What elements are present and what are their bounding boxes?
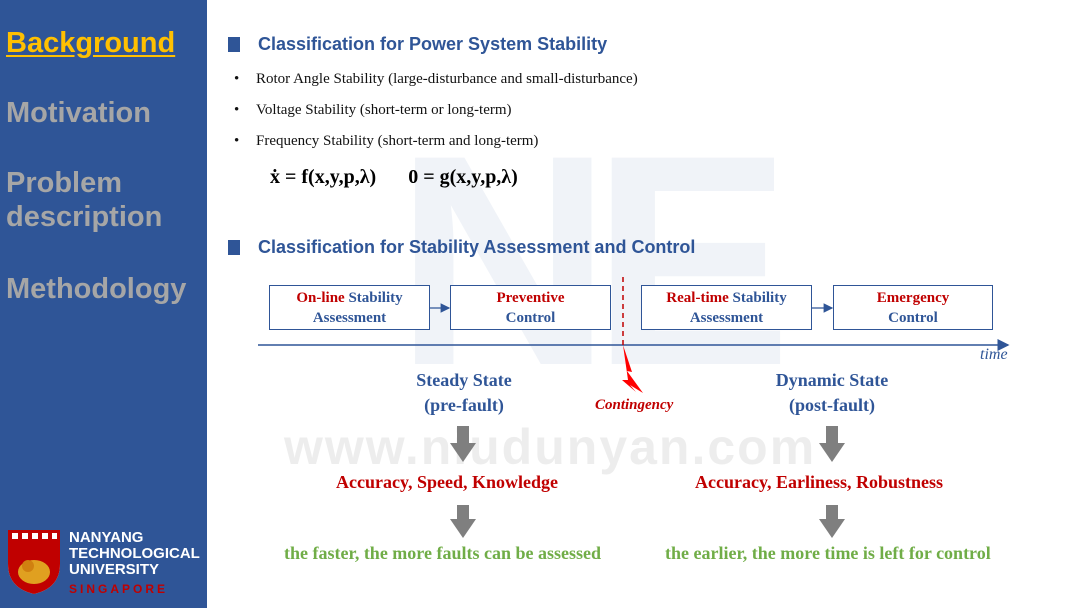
- box-emphasis: Emergency: [876, 290, 950, 306]
- box-text: Stability: [732, 290, 787, 306]
- steady-state-label: Steady State (pre-fault): [384, 368, 544, 418]
- lightning-icon: [622, 345, 643, 393]
- stability-bullet-list: • Rotor Angle Stability (large-disturbanc…: [234, 68, 638, 161]
- logo-wordmark: NANYANG TECHNOLOGICAL UNIVERSITY: [69, 530, 200, 578]
- equation-algebraic: 0 = g(x,y,p,λ): [408, 166, 518, 188]
- box-preventive-control: Preventive Control: [450, 285, 611, 330]
- state-subtitle: (post-fault): [789, 395, 875, 415]
- nav-item-description[interactable]: description: [6, 201, 163, 233]
- section-heading-power-stability: Classification for Power System Stabilit…: [228, 34, 607, 55]
- box-line-2: Control: [505, 310, 556, 326]
- equation-differential: ẋ = f(x,y,p,λ): [270, 166, 377, 188]
- list-item: • Frequency Stability (short-term and lon…: [234, 130, 638, 161]
- section-title: Classification for Power System Stabilit…: [258, 34, 608, 54]
- box-text: Stability: [348, 290, 403, 306]
- bullet-text: Frequency Stability (short-term and long…: [256, 133, 539, 149]
- nav-item-background[interactable]: Background: [6, 27, 176, 59]
- box-emphasis: Preventive: [496, 290, 565, 306]
- logo-line-2: TECHNOLOGICAL: [69, 545, 200, 562]
- section-title: Classification for Stability Assessment …: [258, 237, 696, 257]
- bullet-icon: •: [234, 133, 240, 149]
- box-realtime-assessment: Real-time Stability Assessment: [641, 285, 812, 330]
- dae-equation: ẋ = f(x,y,p,λ) 0 = g(x,y,p,λ): [270, 166, 518, 189]
- box-emergency-control: Emergency Control: [833, 285, 993, 330]
- list-item: • Voltage Stability (short-term or long-t…: [234, 99, 638, 130]
- bullet-text: Voltage Stability (short-term or long-te…: [256, 102, 512, 118]
- logo-line-1: NANYANG: [69, 529, 144, 546]
- nav-item-motivation[interactable]: Motivation: [6, 97, 151, 129]
- box-line-1: Real-time Stability: [642, 288, 811, 308]
- steady-conclusion: the faster, the more faults can be asses…: [284, 543, 601, 563]
- ntu-logo: NANYANG TECHNOLOGICAL UNIVERSITY SINGAPO…: [6, 528, 206, 600]
- box-online-assessment: On-line Stability Assessment: [269, 285, 430, 330]
- state-title: Steady State: [416, 370, 512, 390]
- watermark-url: www.niudunyan.com: [284, 419, 817, 475]
- state-title: Dynamic State: [775, 370, 889, 390]
- nav-item-methodology[interactable]: Methodology: [6, 273, 187, 305]
- ntu-crest-icon: [8, 530, 60, 594]
- dynamic-conclusion: the earlier, the more time is left for c…: [665, 543, 991, 563]
- heading-marker-icon: [228, 37, 240, 52]
- nav-item-problem[interactable]: Problem: [6, 167, 123, 199]
- down-arrow-icon: [819, 505, 845, 538]
- box-line-2: Assessment: [312, 310, 387, 326]
- down-arrow-icon: [450, 505, 476, 538]
- bullet-icon: •: [234, 71, 240, 87]
- box-line-2: Assessment: [689, 310, 764, 326]
- time-axis-label: time: [980, 346, 1008, 363]
- logo-line-4: SINGAPORE: [69, 582, 169, 596]
- contingency-label: Contingency: [595, 397, 674, 413]
- section-heading-assessment-control: Classification for Stability Assessment …: [228, 237, 695, 258]
- dynamic-criteria: Accuracy, Earliness, Robustness: [695, 472, 944, 492]
- box-line-1: On-line Stability: [270, 288, 429, 308]
- heading-marker-icon: [228, 240, 240, 255]
- logo-line-3: UNIVERSITY: [69, 561, 160, 578]
- watermark-logo: NE: [395, 92, 792, 428]
- box-line-2: Control: [888, 310, 938, 326]
- steady-criteria: Accuracy, Speed, Knowledge: [336, 472, 558, 492]
- sidebar: Background Motivation Problem descriptio…: [0, 0, 207, 608]
- box-emphasis: On-line: [296, 290, 345, 306]
- bullet-text: Rotor Angle Stability (large-disturbance…: [256, 71, 638, 87]
- dynamic-state-label: Dynamic State (post-fault): [752, 368, 912, 418]
- bullet-icon: •: [234, 102, 240, 118]
- box-emphasis: Real-time: [666, 290, 729, 306]
- list-item: • Rotor Angle Stability (large-disturbanc…: [234, 68, 638, 99]
- state-subtitle: (pre-fault): [424, 395, 504, 415]
- down-arrow-icon: [819, 426, 845, 462]
- down-arrow-icon: [450, 426, 476, 462]
